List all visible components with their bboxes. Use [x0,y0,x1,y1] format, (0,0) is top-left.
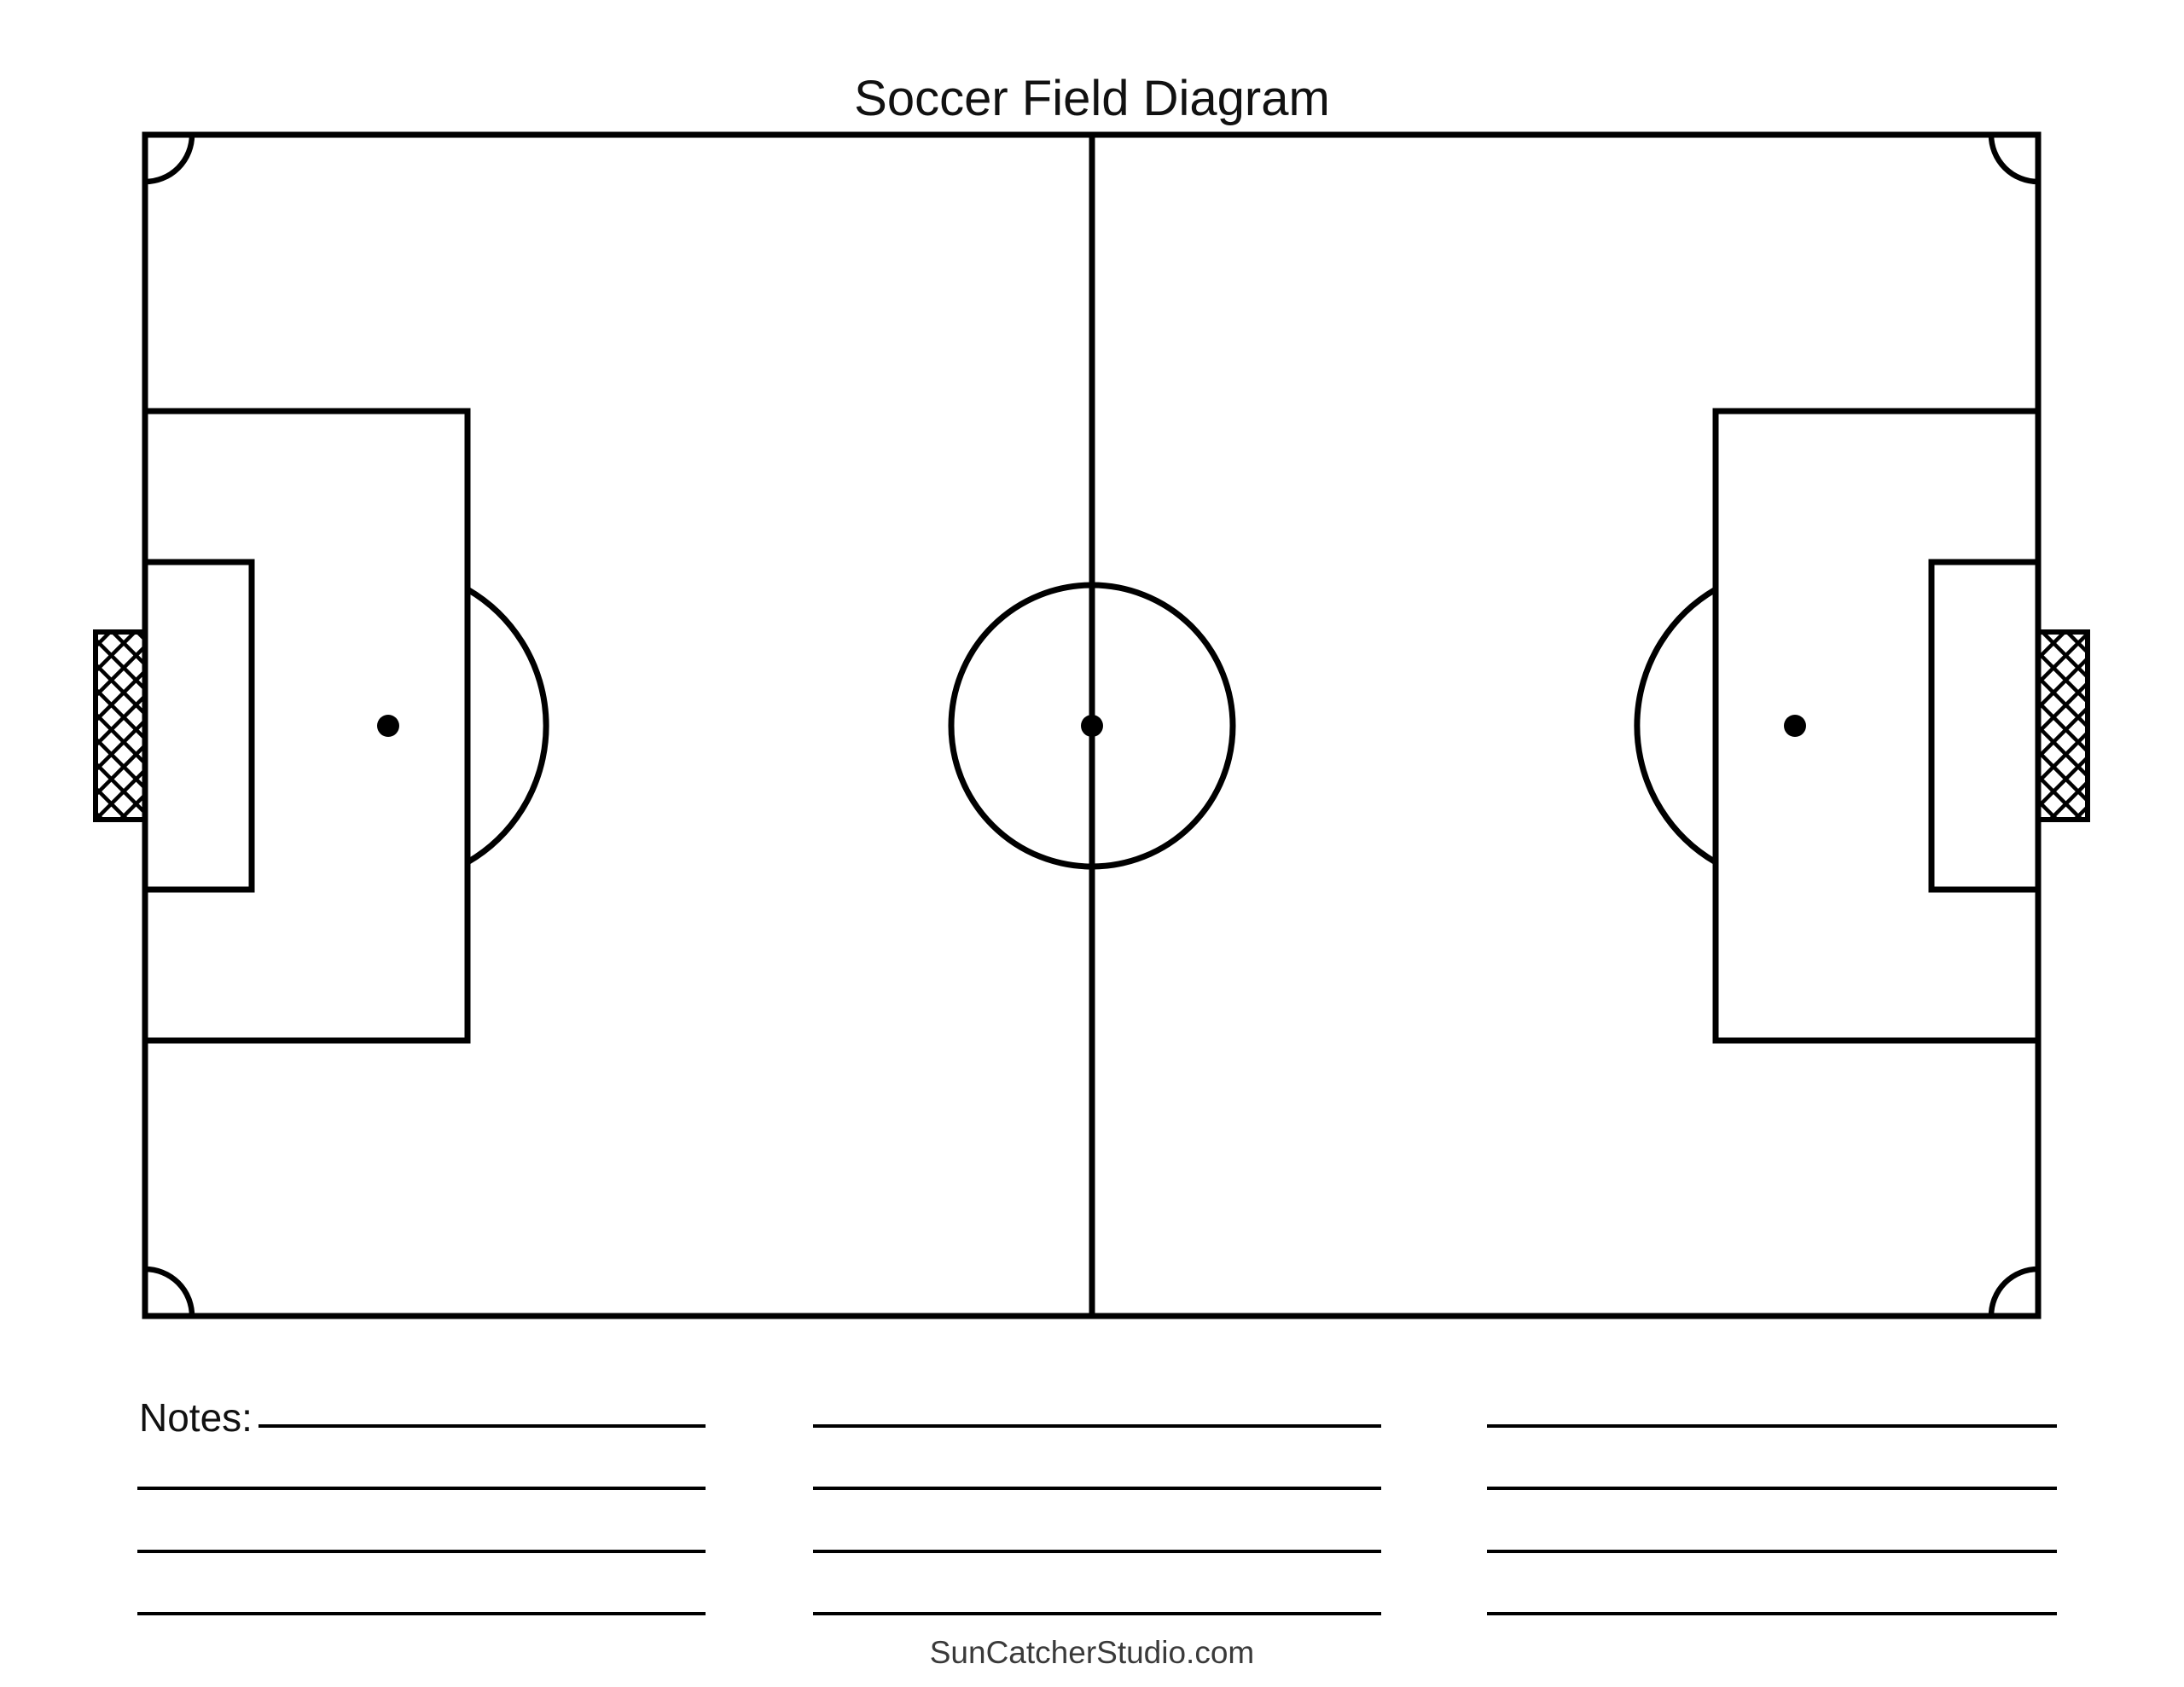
footer-credit: SunCatcherStudio.com [930,1635,1254,1670]
corner-arc-top-right [1988,134,2039,185]
notes-label: Notes: [139,1395,253,1440]
corner-arc-bottom-left [144,1266,195,1317]
penalty-arc-left [466,586,549,866]
penalty-arc-right [1634,586,1717,866]
penalty-area-right [1712,408,2042,1044]
field-lines-group [93,131,2090,1319]
center-circle [948,582,1236,870]
penalty-area-left [142,408,471,1044]
center-spot [1081,715,1103,737]
corner-arc-bottom-right [1988,1266,2039,1317]
notes-lines-group [137,1424,2057,1615]
corner-arc-top-left [144,134,195,185]
goal-right [2036,629,2090,822]
penalty-spot-left [377,715,399,737]
page-title: Soccer Field Diagram [854,71,1330,126]
penalty-spot-right [1784,715,1806,737]
goal-area-left [142,559,255,893]
goal-area-right [1928,559,2042,893]
goal-left [93,629,148,822]
